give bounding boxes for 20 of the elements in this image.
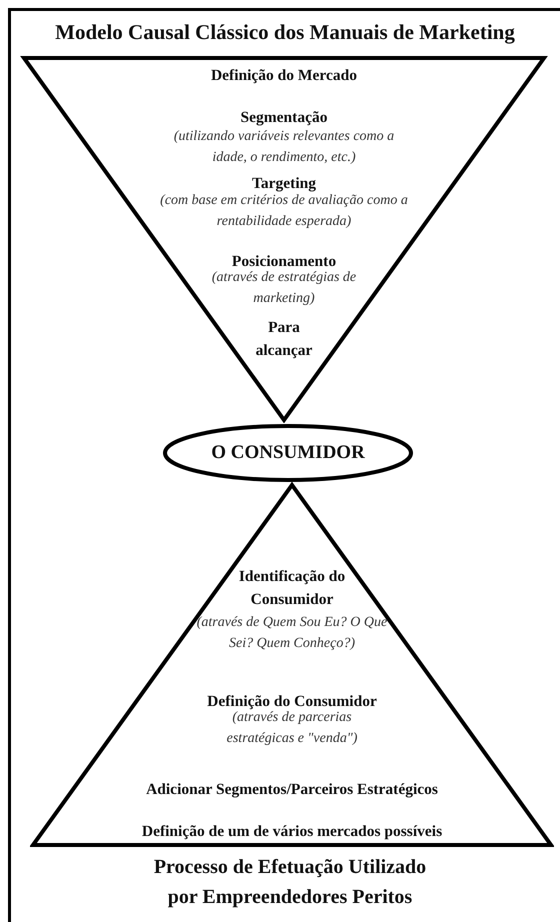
diagram-caption: Processo de Efetuação Utilizado por Empreendedores Peritos bbox=[152, 855, 428, 910]
heading-text: Posicionamento bbox=[230, 252, 338, 271]
heading-text: Identificação do Consumidor bbox=[238, 567, 346, 610]
ellipse bbox=[162, 423, 414, 483]
heading-text: Segmentação bbox=[240, 108, 328, 128]
description-text: (com base em critérios de avaliação como a rentabilidade esperada) bbox=[159, 192, 409, 231]
description-text: (através de parcerias estratégicas e "venda") bbox=[226, 710, 358, 748]
description-text: (utilizando variáveis relevantes como a idade, o rendimento, etc.) bbox=[172, 128, 396, 167]
diagram-title: Modelo Causal Clássico dos Manuais de Marketing bbox=[54, 19, 516, 46]
heading-text: O CONSUMIDOR bbox=[210, 441, 366, 465]
inverted-triangle bbox=[20, 55, 548, 423]
heading-text: Definição do Consumidor bbox=[206, 692, 378, 711]
heading-text: Definição de um de vários mercados possíveis bbox=[140, 822, 444, 842]
heading-text: Targeting bbox=[250, 174, 317, 194]
heading-text: Definição do Mercado bbox=[210, 66, 358, 86]
triangle bbox=[30, 482, 554, 848]
heading-text: Para alcançar bbox=[254, 318, 314, 361]
description-text: (através de Quem Sou Eu? O Que Sei? Quem Conheço?) bbox=[196, 614, 388, 653]
heading-text: Adicionar Segmentos/Parceiros Estratégicos bbox=[145, 780, 439, 800]
description-text: (através de estratégias de marketing) bbox=[210, 269, 358, 308]
